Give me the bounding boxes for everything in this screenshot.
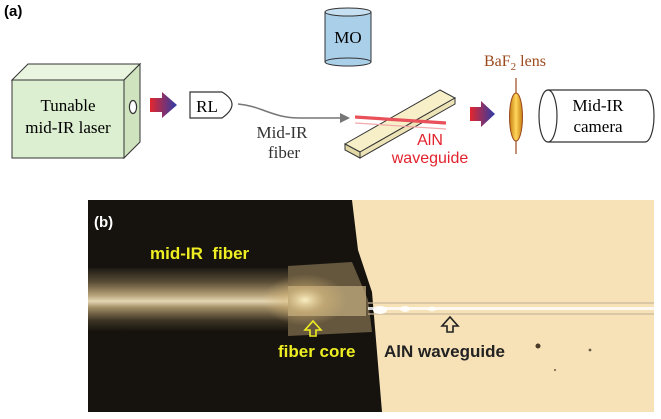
mid-ir-fiber: Mid-IR fiber	[237, 103, 350, 162]
rl-label: RL	[196, 97, 218, 116]
fiber-label-line1: Mid-IR	[257, 123, 309, 142]
baf2-lens: BaF2 lens	[484, 53, 546, 154]
fiber-glow	[263, 274, 347, 326]
beam-arrow-2-icon	[470, 101, 495, 127]
fiber-body	[88, 268, 288, 332]
waveguide-label-line2: waveguide	[391, 150, 469, 167]
fiber-photo-label: mid-IR fiber	[150, 244, 250, 263]
beam-arrow-1-icon	[150, 92, 177, 118]
camera-label-line1: Mid-IR	[573, 96, 625, 115]
mid-ir-camera: Mid-IR camera	[538, 89, 655, 143]
aln-waveguide: AlN waveguide	[343, 89, 469, 167]
panel-a-label: (a)	[4, 3, 22, 20]
tunable-laser: Tunable mid-IR laser	[10, 62, 142, 160]
waveguide-arrow-icon	[440, 315, 460, 333]
reflective-lens-rl: RL	[189, 91, 233, 119]
waveguide-label-line1: AlN	[417, 132, 443, 149]
lens-label: BaF2 lens	[484, 53, 546, 73]
panel-a: (a) Tunable mid-IR laser RL Mid-IR fiber	[4, 3, 655, 167]
camera-label-line2: camera	[573, 117, 623, 136]
laser-aperture-icon	[128, 99, 138, 115]
mo-label: MO	[334, 28, 361, 47]
panel-b-label: (b)	[94, 214, 113, 231]
fiber-core-arrow-icon	[303, 319, 323, 337]
laser-label-line1: Tunable	[40, 96, 95, 115]
microscope-objective-mo: MO	[324, 7, 372, 67]
laser-label-line2: mid-IR laser	[25, 118, 111, 137]
waveguide-stripe	[354, 115, 447, 125]
fiber-core-label: fiber core	[278, 342, 355, 361]
fiber-label-line2: fiber	[268, 143, 300, 162]
waveguide-photo-label: AlN waveguide	[384, 342, 505, 361]
panel-b-photo: (b) mid-IR fiber fiber core AlN waveguid…	[88, 200, 654, 412]
fiber-arrowhead-icon	[340, 113, 350, 123]
